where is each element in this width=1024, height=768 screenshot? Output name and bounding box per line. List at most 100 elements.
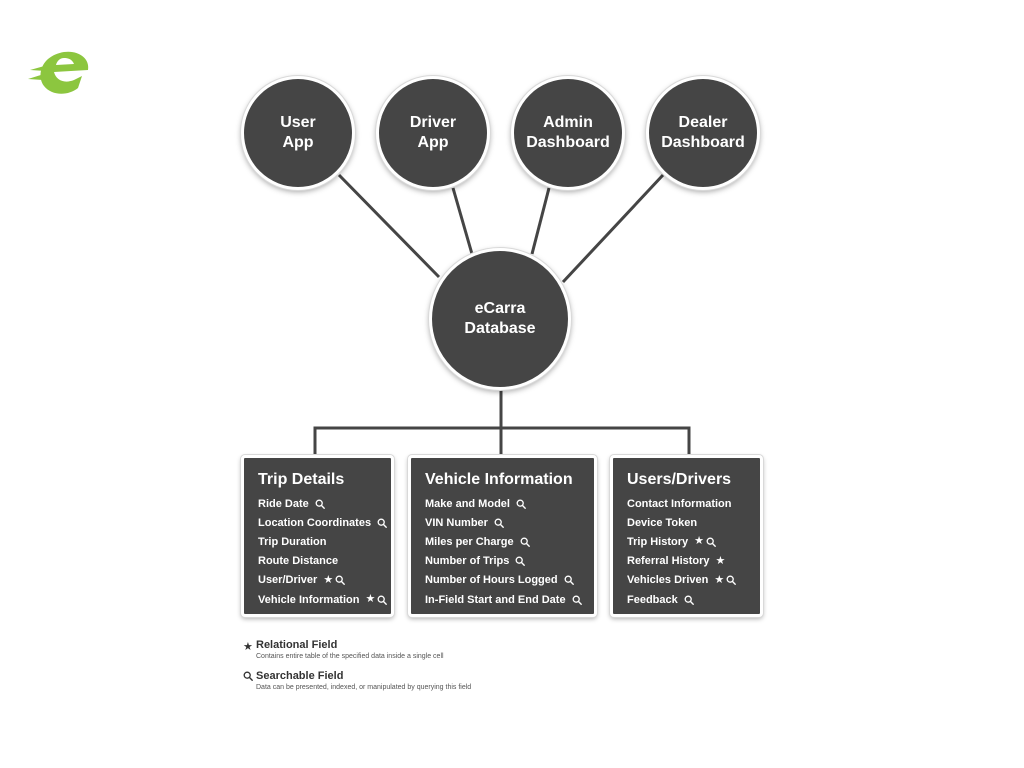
connector-dealer-dashboard <box>561 173 665 284</box>
star-icon: ★ <box>243 641 253 653</box>
field-label: Number of Trips <box>425 555 510 568</box>
field-icons: ★ <box>323 573 346 586</box>
field-row: Miles per Charge <box>425 532 580 551</box>
search-icon <box>726 575 737 586</box>
field-icons <box>572 595 582 605</box>
field-label: Feedback <box>627 593 678 606</box>
search-icon <box>572 595 582 605</box>
field-row: Vehicles Driven ★ <box>627 571 746 590</box>
search-icon <box>243 671 253 684</box>
node-label: Admin Dashboard <box>526 114 610 151</box>
logo-speed-stripe-bottom <box>28 74 44 80</box>
field-label: Referral History <box>627 555 710 568</box>
node-label: eCarra Database <box>464 300 536 337</box>
search-icon <box>564 575 574 586</box>
node-label: User App <box>280 114 316 151</box>
table-title: Trip Details <box>258 471 345 488</box>
field-row: In-Field Start and End Date <box>425 590 582 609</box>
search-icon <box>515 556 526 567</box>
field-row: Feedback <box>627 590 746 609</box>
legend-description: Contains entire table of the specified d… <box>256 653 444 660</box>
search-icon <box>520 537 530 547</box>
field-icons <box>520 537 530 547</box>
field-icons <box>516 499 526 509</box>
connector-table-bus <box>313 426 691 456</box>
field-label: Trip Duration <box>258 535 327 548</box>
field-row: Location Coordinates <box>258 513 387 532</box>
field-label: Vehicle Information <box>258 593 360 606</box>
field-row: VIN Number <box>425 513 580 532</box>
field-row: Trip History ★ <box>627 532 746 551</box>
legend: ★ Relational Field Contains entire table… <box>243 639 563 701</box>
field-row: Device Token <box>627 513 746 532</box>
field-label: Trip History <box>627 535 689 548</box>
legend-relational: ★ Relational Field Contains entire table… <box>243 639 563 662</box>
field-label: User/Driver <box>258 574 318 587</box>
field-label: Contact Information <box>627 497 732 510</box>
field-label: In-Field Start and End Date <box>425 593 566 606</box>
search-icon <box>516 499 526 509</box>
field-label: Device Token <box>627 516 698 529</box>
field-label: Route Distance <box>258 555 339 568</box>
star-icon: ★ <box>694 535 704 548</box>
logo-e-shape <box>40 51 89 94</box>
legend-title: Relational Field <box>256 639 338 651</box>
field-label: Miles per Charge <box>425 535 514 548</box>
legend-description: Data can be presented, indexed, or manip… <box>256 684 472 691</box>
search-icon <box>684 595 694 605</box>
star-icon: ★ <box>714 573 725 586</box>
search-icon <box>706 537 716 547</box>
star-icon: ★ <box>323 573 334 586</box>
field-icons <box>377 518 387 528</box>
field-icons <box>564 575 574 586</box>
field-label: VIN Number <box>425 516 488 529</box>
field-icons: ★ <box>365 593 388 606</box>
node-label: Driver App <box>409 114 457 151</box>
search-icon <box>315 499 325 509</box>
field-row: Number of Hours Logged <box>425 571 580 590</box>
field-label: Number of Hours Logged <box>425 574 558 587</box>
node-dealer-dashboard: Dealer Dashboard <box>646 76 760 190</box>
logo-speed-stripe-top <box>30 65 48 71</box>
field-label: Vehicles Driven <box>627 574 709 587</box>
field-icons: ★ <box>714 573 737 586</box>
field-icons: ★ <box>694 536 716 547</box>
field-row: Referral History ★ <box>627 552 746 571</box>
field-row: Contact Information <box>627 494 746 513</box>
field-row: Number of Trips <box>425 552 580 571</box>
field-icons <box>515 556 526 567</box>
field-label: Make and Model <box>425 497 510 510</box>
star-icon: ★ <box>365 593 376 606</box>
table-title: Vehicle Information <box>425 471 573 488</box>
field-row: Trip Duration <box>258 532 377 551</box>
field-icons: ★ <box>715 554 726 567</box>
field-label: Ride Date <box>258 497 309 510</box>
field-row: Ride Date <box>258 494 377 513</box>
field-row: Vehicle Information ★ <box>258 590 388 609</box>
field-row: Route Distance <box>258 552 377 571</box>
field-label: Location Coordinates <box>258 516 372 529</box>
node-user-app: User App <box>241 76 355 190</box>
search-icon <box>377 518 387 528</box>
search-icon <box>494 518 504 528</box>
connector-driver-app <box>451 187 474 255</box>
ecarra-logo <box>28 51 89 94</box>
node-label: Dealer Dashboard <box>661 114 745 151</box>
node-ecarra-database: eCarra Database <box>429 248 571 390</box>
connector-user-app <box>337 173 441 279</box>
search-icon <box>377 595 388 605</box>
field-row: User/Driver ★ <box>258 571 377 590</box>
star-icon: ★ <box>715 554 726 567</box>
field-icons <box>494 518 504 528</box>
search-icon <box>335 575 346 586</box>
field-row: Make and Model <box>425 494 580 513</box>
legend-searchable: Searchable Field Data can be presented, … <box>243 670 563 693</box>
node-driver-app: Driver App <box>376 76 490 190</box>
field-icons <box>315 499 325 509</box>
